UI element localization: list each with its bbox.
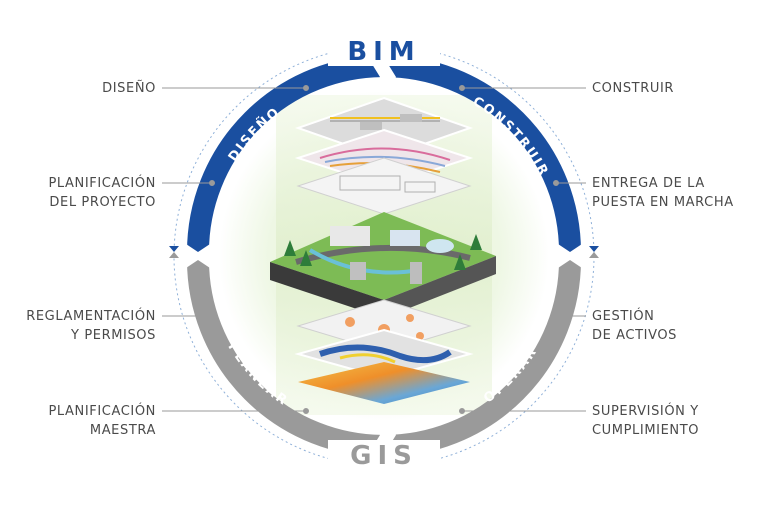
right-label-monitoring: SUPERVISIÓN Y CUMPLIMIENTO (592, 404, 700, 438)
left-label-master-planning: PLANIFICACIÓN MAESTRA (48, 404, 156, 438)
layer-terrain (298, 362, 470, 404)
left-label-permits: REGLAMENTACIÓN Y PERMISOS (26, 309, 156, 343)
gis-title-bg (328, 440, 440, 470)
right-label-build: CONSTRUIR (592, 81, 675, 96)
bim-title-bg (328, 36, 440, 66)
left-label-design: DISEÑO (102, 81, 156, 96)
left-marker-icon (169, 246, 179, 258)
city-platform-right (384, 256, 496, 318)
right-leaders (459, 85, 586, 414)
left-label-project-planning: PLANIFICACIÓN DEL PROYECTO (48, 176, 156, 210)
city-platform-top (270, 212, 496, 300)
gis-title: GIS (350, 441, 418, 471)
bim-title: BIM (347, 37, 420, 67)
city-platform-left (270, 262, 384, 318)
right-notch (558, 244, 582, 268)
right-marker-icon (589, 246, 599, 258)
top-notch (372, 64, 396, 90)
left-notch (186, 244, 210, 268)
left-leaders (162, 85, 309, 414)
right-label-commissioning: ENTREGA DE LA PUESTA EN MARCHA (592, 176, 734, 210)
right-label-asset-management: GESTIÓN DE ACTIVOS (592, 309, 678, 343)
layer-stack-illustration (270, 96, 496, 404)
